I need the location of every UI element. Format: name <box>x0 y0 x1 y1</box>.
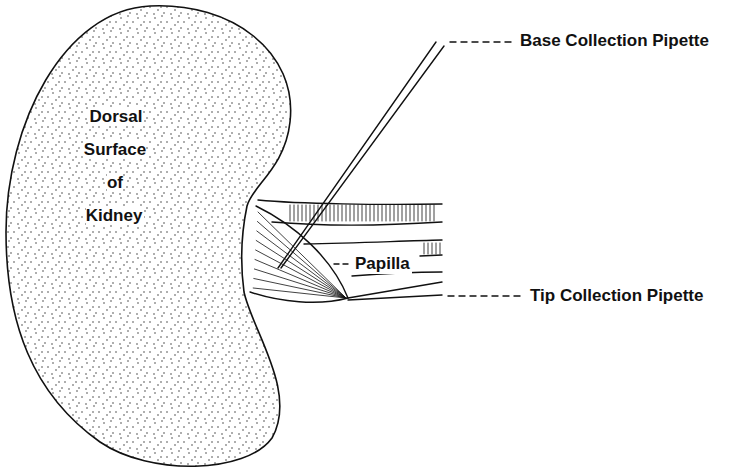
hatch-stroke <box>302 205 303 221</box>
hatch-stroke <box>366 205 367 221</box>
base-pipette <box>281 46 444 268</box>
papilla-duct <box>255 260 346 299</box>
kidney-shape <box>0 0 300 475</box>
kidney-border <box>6 6 291 467</box>
pelvis-wall <box>304 240 442 244</box>
hatch-stroke <box>350 205 351 221</box>
hatch-stroke <box>298 205 299 221</box>
hatch-stroke <box>428 243 429 254</box>
hatch-stroke <box>378 205 379 221</box>
hatch-stroke <box>390 205 391 221</box>
leader-line <box>450 41 514 42</box>
hatch-stroke <box>432 243 433 254</box>
hatch-stroke <box>314 205 315 221</box>
hatch-stroke <box>306 205 307 221</box>
leader-line <box>334 263 351 264</box>
hatch-stroke <box>346 205 347 221</box>
part-label: Tip Collection Pipette <box>528 286 705 306</box>
hatch-stroke <box>410 205 411 221</box>
papilla-duct <box>254 269 346 298</box>
base-pipette <box>278 42 436 268</box>
hatch-stroke <box>382 205 383 221</box>
hatch-stroke <box>290 205 291 221</box>
pelvis-wall <box>258 200 442 204</box>
hatch-stroke <box>434 205 435 221</box>
part-label: Papilla <box>353 254 412 274</box>
hatch-stroke <box>310 205 311 221</box>
organ-label-text: Dorsal Surface of Kidney <box>84 107 146 225</box>
hatch-stroke <box>358 205 359 221</box>
leader-line <box>448 295 524 296</box>
pelvis-wall <box>420 255 442 256</box>
hatch-stroke <box>334 205 335 221</box>
hatch-stroke <box>362 205 363 221</box>
hatch-stroke <box>430 205 431 221</box>
papilla-duct <box>254 279 346 299</box>
hatch-stroke <box>386 205 387 221</box>
part-label: Base Collection Pipette <box>518 31 711 51</box>
hatch-stroke <box>330 205 331 221</box>
hatch-stroke <box>406 205 407 221</box>
hatch-stroke <box>418 205 419 221</box>
tip-pipette <box>348 295 442 300</box>
hatch-stroke <box>338 205 339 221</box>
kidney-outline: Dorsal Surface of Kidney <box>0 0 300 475</box>
pelvis-wall <box>272 222 442 225</box>
hatch-stroke <box>426 205 427 221</box>
hatch-stroke <box>436 243 437 254</box>
hatch-stroke <box>342 205 343 221</box>
papilla-duct <box>253 288 346 298</box>
hatch-stroke <box>394 205 395 221</box>
hatch-stroke <box>398 205 399 221</box>
hatch-stroke <box>354 205 355 221</box>
hatch-stroke <box>422 205 423 221</box>
hatch-stroke <box>440 243 441 254</box>
muscle-hatching <box>290 205 440 254</box>
hatch-stroke <box>374 205 375 221</box>
hatch-stroke <box>402 205 403 221</box>
papilla-outline <box>250 206 348 302</box>
hatch-stroke <box>294 205 295 221</box>
organ-label: Dorsal Surface of Kidney <box>78 100 152 232</box>
hatch-stroke <box>424 243 425 254</box>
hatch-stroke <box>370 205 371 221</box>
hatch-stroke <box>414 205 415 221</box>
